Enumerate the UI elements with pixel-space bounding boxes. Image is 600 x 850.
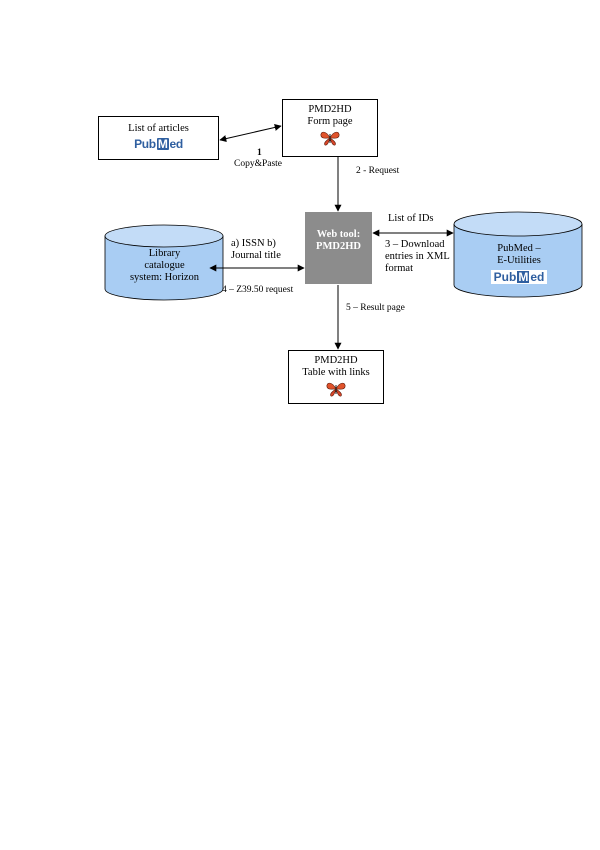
- butterfly-icon: [320, 131, 340, 146]
- web-tool-label-2: PMD2HD: [316, 241, 361, 252]
- step1-label: Copy&Paste: [234, 159, 283, 169]
- library-cylinder: [104, 224, 224, 301]
- pubmed-db-label-1: PubMed –: [497, 243, 541, 254]
- library-label-3: system: Horizon: [129, 272, 200, 283]
- step3-label: 3 – Download entries in XML format: [385, 239, 450, 274]
- web-tool-box: Web tool: PMD2HD: [305, 212, 372, 284]
- form-page-box: PMD2HD Form page: [282, 99, 378, 157]
- step3-ids-label: List of IDs: [388, 213, 434, 224]
- form-page-subtitle: Form page: [307, 116, 353, 127]
- result-page-title: PMD2HD: [314, 355, 358, 366]
- result-page-subtitle: Table with links: [302, 367, 370, 378]
- step2-label: 2 - Request: [356, 166, 400, 176]
- step1-number: 1: [257, 148, 262, 158]
- step4-label: 4 – Z39.50 request: [222, 285, 294, 295]
- web-tool-label-1: Web tool:: [316, 229, 361, 240]
- step4-query-label: a) ISSN b) Journal title: [231, 238, 281, 261]
- result-page-box: PMD2HD Table with links: [288, 350, 384, 404]
- step5-label: 5 – Result page: [346, 303, 405, 313]
- library-label-1: Library: [148, 248, 181, 259]
- butterfly-icon: [326, 382, 346, 397]
- pubmed-db-label-2: E-Utilities: [497, 255, 541, 266]
- library-label: Library catalogue system: Horizon: [106, 248, 223, 284]
- library-label-2: catalogue: [144, 260, 185, 271]
- pubmed-cylinder: [453, 211, 583, 298]
- form-page-title: PMD2HD: [308, 104, 352, 115]
- list-of-articles-label: List of articles: [128, 123, 189, 134]
- edge-step1: [219, 123, 282, 143]
